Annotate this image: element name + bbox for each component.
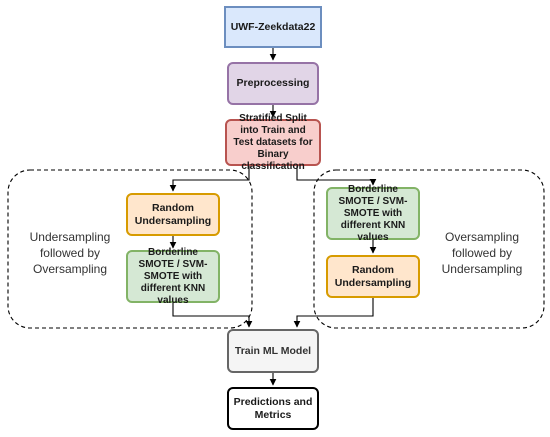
split-node: Stratified Split into Train and Test dat… (225, 113, 321, 172)
left-random-undersampling-node: Random Undersampling (126, 193, 220, 236)
dataset-node: UWF-Zeekdata22 (224, 6, 322, 48)
preprocessing-node: Preprocessing (227, 62, 319, 105)
left-group-container (7, 169, 253, 329)
edge-split-to-right-smote (296, 166, 377, 186)
train-model-node: Train ML Model (227, 329, 319, 373)
left-smote-node: Borderline SMOTE / SVM-SMOTE with differ… (126, 247, 220, 306)
edge-left-smote-to-train (172, 303, 253, 328)
left-group-label: Undersampling followed by Oversampling (29, 230, 111, 277)
edge-right-undersampling-to-train (293, 298, 374, 328)
right-group-label: Oversampling followed by Undersampling (441, 230, 523, 277)
predictions-node: Predictions and Metrics (227, 387, 319, 430)
right-smote-node: Borderline SMOTE / SVM-SMOTE with differ… (326, 184, 420, 243)
edge-split-to-left-undersampling (169, 166, 250, 192)
right-random-undersampling-node: Random Undersampling (326, 255, 420, 298)
right-group-container (313, 169, 545, 329)
